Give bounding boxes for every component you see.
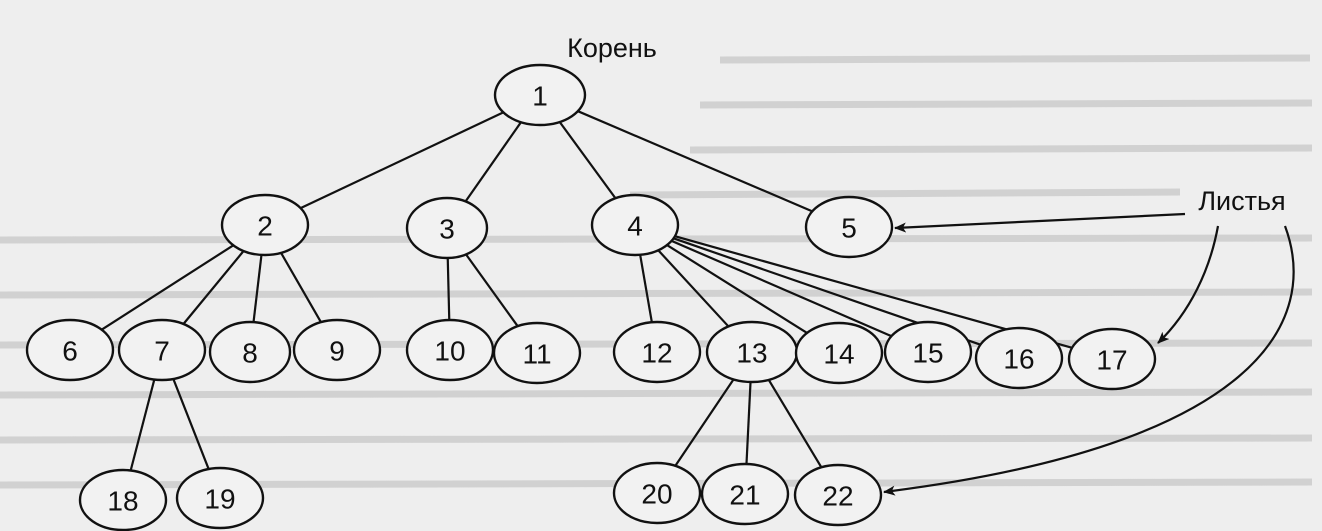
edge-13-21 [745, 381, 752, 465]
node-ellipse [1067, 327, 1157, 391]
node-ellipse [974, 326, 1064, 390]
tree-node-9: 9 [292, 318, 382, 382]
edge-2-9 [280, 252, 322, 323]
edge-2-8 [252, 254, 263, 323]
edge-3-11 [465, 253, 519, 327]
tree-node-14: 14 [794, 321, 884, 385]
tree-node-15: 15 [883, 320, 973, 384]
leaf-arrow-to-17 [1157, 225, 1220, 344]
node-label: 10 [434, 336, 465, 367]
node-ellipse [25, 318, 115, 382]
node-label: 4 [627, 211, 643, 242]
tree-node-12: 12 [612, 320, 702, 384]
node-ellipse [700, 462, 790, 526]
node-label: 15 [912, 338, 943, 369]
edge-7-19 [172, 378, 210, 470]
tree-node-2: 2 [220, 193, 310, 257]
tree-node-18: 18 [78, 468, 168, 531]
node-label: 16 [1003, 344, 1034, 375]
node-label: 21 [729, 480, 760, 511]
node-ellipse [117, 318, 207, 382]
node-ellipse [612, 320, 702, 384]
tree-node-10: 10 [405, 318, 495, 382]
edge-4-15 [671, 239, 892, 338]
root-caption: Корень [567, 33, 657, 63]
edge-13-20 [674, 378, 735, 467]
leaves-caption: Листья [1198, 186, 1285, 216]
node-ellipse [612, 461, 702, 525]
node-label: 19 [204, 484, 235, 515]
node-ellipse [405, 196, 489, 260]
node-label: 3 [439, 214, 455, 245]
edge-3-10 [446, 257, 451, 321]
leaf-arrow-to-22 [883, 225, 1295, 496]
node-ellipse [175, 466, 265, 530]
tree-node-5: 5 [804, 195, 894, 259]
node-ellipse [883, 320, 973, 384]
tree-node-20: 20 [612, 461, 702, 525]
tree-node-13: 13 [705, 320, 799, 384]
background-text-lines [0, 54, 1313, 489]
node-label: 18 [107, 486, 138, 517]
edge-1-3 [464, 121, 522, 203]
tree-node-16: 16 [974, 326, 1064, 390]
tree-node-21: 21 [700, 462, 790, 526]
tree-node-4: 4 [590, 193, 680, 257]
edge-4-12 [639, 254, 653, 323]
edge-1-5 [577, 110, 813, 213]
node-label: 2 [257, 211, 273, 242]
edge-7-18 [129, 379, 156, 471]
tree-node-8: 8 [208, 320, 292, 384]
node-ellipse [220, 193, 310, 257]
edge-2-7 [182, 250, 245, 325]
node-label: 14 [823, 339, 854, 370]
node-label: 20 [641, 479, 672, 510]
node-label: 5 [841, 213, 857, 244]
node-label: 12 [641, 338, 672, 369]
node-ellipse [78, 468, 168, 531]
edge-4-13 [657, 249, 730, 328]
tree-node-7: 7 [117, 318, 207, 382]
tree-node-3: 3 [405, 196, 489, 260]
tree-node-19: 19 [175, 466, 265, 530]
node-ellipse [208, 320, 292, 384]
node-label: 11 [522, 339, 551, 370]
node-ellipse [590, 193, 680, 257]
leaf-pointer-arrows [883, 212, 1295, 496]
edge-1-2 [300, 111, 504, 210]
tree-node-11: 11 [492, 321, 582, 385]
node-ellipse [292, 318, 382, 382]
edge-2-6 [101, 244, 234, 331]
node-ellipse [794, 321, 884, 385]
node-ellipse [492, 321, 582, 385]
edge-4-14 [666, 244, 808, 334]
node-label: 22 [822, 481, 853, 512]
edge-13-22 [767, 379, 823, 468]
tree-node-1: 1 [493, 63, 587, 127]
tree-edges [101, 110, 1073, 471]
node-label: 17 [1096, 345, 1127, 376]
node-label: 7 [154, 336, 170, 367]
node-label: 9 [329, 336, 345, 367]
tree-node-22: 22 [793, 463, 883, 527]
edge-1-4 [558, 121, 617, 199]
node-ellipse [804, 195, 894, 259]
node-label: 6 [62, 336, 78, 367]
node-label: 13 [736, 338, 767, 369]
node-label: 1 [532, 81, 548, 112]
leaf-arrow-to-5 [894, 212, 1186, 233]
node-label: 8 [242, 338, 258, 369]
tree-node-6: 6 [25, 318, 115, 382]
tree-node-17: 17 [1067, 327, 1157, 391]
node-ellipse [493, 63, 587, 127]
node-ellipse [793, 463, 883, 527]
